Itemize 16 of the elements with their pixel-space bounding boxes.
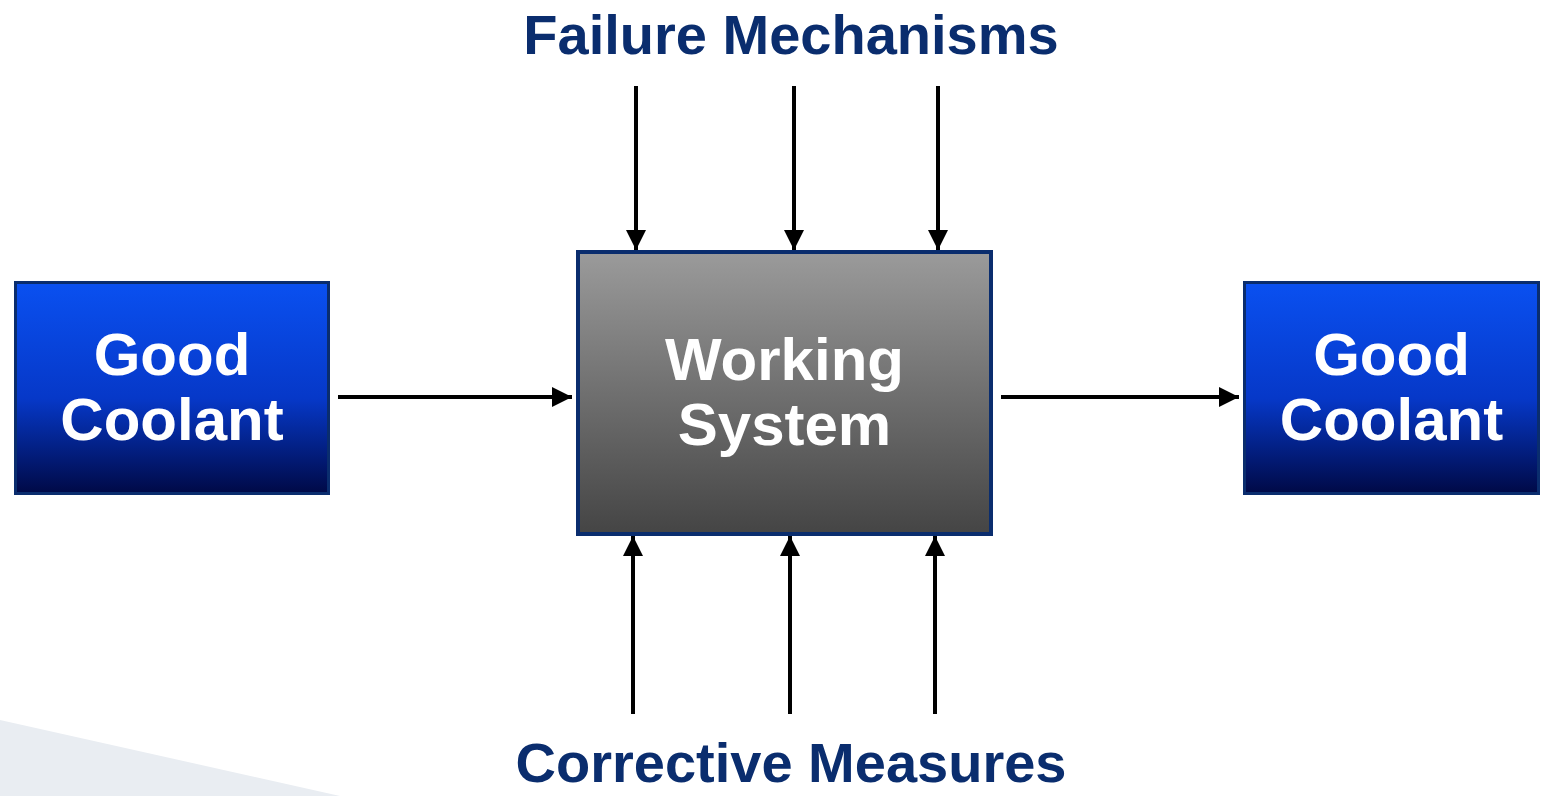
arrow xyxy=(1001,387,1239,407)
arrow xyxy=(925,536,945,714)
output-box xyxy=(1243,281,1540,495)
node-label: Corrective Measures xyxy=(515,732,1067,794)
node-label: Failure Mechanisms xyxy=(523,4,1059,66)
arrow xyxy=(338,387,572,407)
node-label: Good Coolant xyxy=(1278,323,1505,453)
node-label: Working System xyxy=(664,328,905,458)
arrow xyxy=(928,86,948,250)
input-box xyxy=(14,281,330,495)
node-label: Good Coolant xyxy=(59,323,285,453)
arrow xyxy=(626,86,646,250)
process-box xyxy=(576,250,993,536)
arrow xyxy=(623,536,643,714)
arrow xyxy=(784,86,804,250)
arrow xyxy=(780,536,800,714)
